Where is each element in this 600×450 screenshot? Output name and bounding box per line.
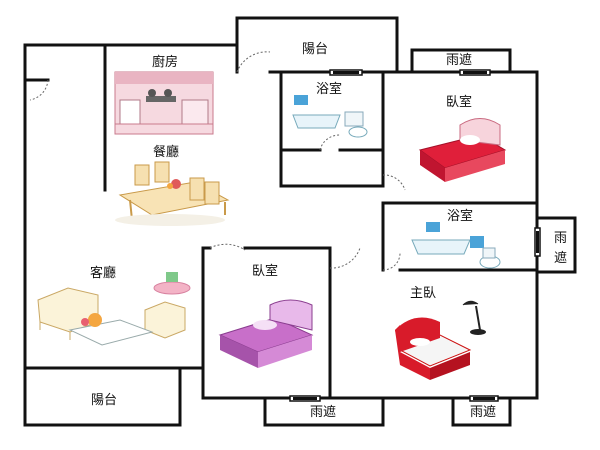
- room-labels: 廚房 餐廳 客廳 陽台 陽台 浴室 浴室 臥室 臥室 主臥 雨遮 雨 遮 雨遮 …: [90, 42, 567, 420]
- sofa-icon: [37, 272, 191, 346]
- label-master: 主臥: [410, 286, 436, 301]
- label-dining: 餐廳: [153, 144, 179, 160]
- label-awning-top: 雨遮: [446, 52, 472, 68]
- walls: [23, 16, 577, 427]
- kitchen-icon: [114, 71, 214, 135]
- label-balcony-bottom: 陽台: [91, 393, 117, 408]
- bed-icon: [218, 299, 314, 368]
- dining-table-icon: [115, 161, 230, 226]
- bed-icon: [418, 118, 507, 182]
- bed-icon: [395, 317, 472, 380]
- label-awning-right-1: 雨: [554, 231, 567, 246]
- label-balcony-top: 陽台: [302, 42, 328, 57]
- label-bedroom-mid: 臥室: [252, 263, 278, 279]
- label-bath-mid: 浴室: [447, 208, 473, 224]
- label-living: 客廳: [90, 265, 116, 281]
- windows: [289, 69, 541, 402]
- lamp-icon: [462, 300, 486, 335]
- label-awning-bottom-right: 雨遮: [470, 404, 496, 420]
- door-swings: [29, 51, 406, 271]
- label-awning-right-2: 遮: [554, 250, 567, 266]
- label-awning-bottom-mid: 雨遮: [310, 404, 336, 420]
- label-bedroom-top: 臥室: [446, 94, 472, 110]
- bathtub-icon: [292, 95, 368, 138]
- label-kitchen: 廚房: [152, 54, 178, 70]
- label-bath-top: 浴室: [316, 81, 342, 97]
- toilet-icon: [411, 222, 501, 269]
